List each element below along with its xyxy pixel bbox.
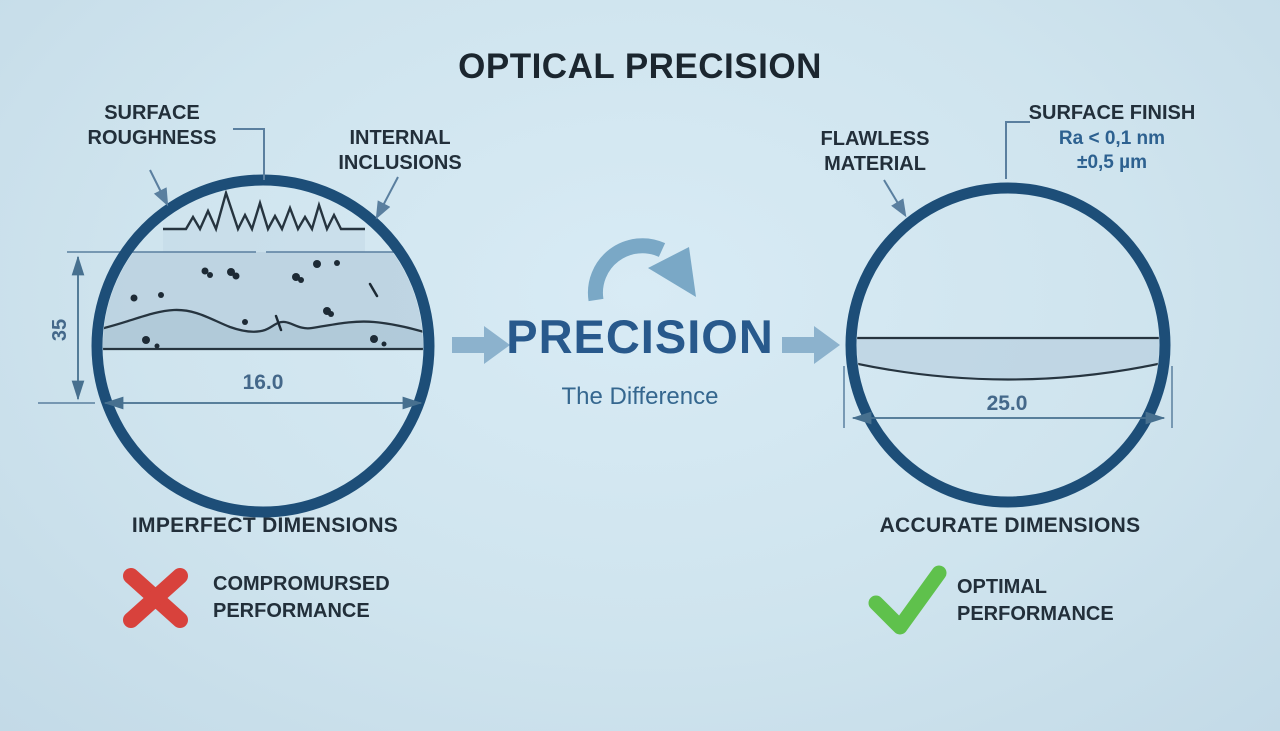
- right-verdict: OPTIMAL PERFORMANCE: [957, 576, 1114, 625]
- callout-surface-roughness: SURFACE ROUGHNESS: [87, 102, 217, 149]
- lens-cross-section-fill: [857, 338, 1159, 380]
- page-title: OPTICAL PRECISION: [458, 47, 822, 86]
- lens-curve-line: [857, 360, 1159, 381]
- lower-layer-fill: [103, 309, 423, 349]
- inclusion-dots: [130, 260, 387, 349]
- surface-finish-connector: [1005, 121, 1030, 179]
- right-lens-ring: [845, 182, 1171, 508]
- left-caption: IMPERFECT DIMENSIONS: [131, 514, 399, 537]
- wavy-boundary-line: [103, 308, 423, 336]
- left-lens-interior: [103, 188, 423, 351]
- right-lens-interior: [857, 336, 1159, 381]
- surface-roughness-connector: [233, 128, 265, 180]
- right-width-dimension-value: 25.0: [986, 392, 1028, 415]
- left-width-dimension-value: 16.0: [242, 371, 284, 394]
- left-verdict: COMPROMURSED PERFORMANCE: [213, 573, 390, 622]
- callout-internal-inclusions: INTERNAL INCLUSIONS: [338, 127, 462, 174]
- surface-roughness-zigzag: [163, 188, 365, 233]
- flow-arrow-right-icon: [782, 326, 840, 364]
- callout-connectors: [149, 121, 1030, 220]
- right-lens-art: [843, 182, 1173, 508]
- flow-arrow-left-icon: [452, 326, 510, 364]
- curved-arrow-icon: [587, 238, 696, 302]
- internal-inclusions-arrow: [375, 176, 399, 220]
- center-subtitle: The Difference: [561, 383, 719, 410]
- callout-surface-finish: SURFACE FINISH: [1028, 102, 1196, 124]
- surface-roughness-arrow: [149, 169, 169, 207]
- flawless-material-arrow: [883, 179, 907, 218]
- roughness-fill: [163, 193, 365, 252]
- callout-flawless-material: FLAWLESS MATERIAL: [820, 128, 930, 175]
- x-icon: [123, 568, 188, 628]
- check-icon: [868, 565, 947, 635]
- left-lens-art: [38, 174, 435, 518]
- surface-finish-value: Ra < 0,1 nm: [1058, 128, 1166, 149]
- left-height-dimension-value: 35: [49, 318, 71, 342]
- surface-finish-tolerance: ±0,5 µm: [1077, 152, 1147, 173]
- center-headline: PRECISION: [506, 310, 774, 363]
- right-caption: ACCURATE DIMENSIONS: [879, 514, 1141, 537]
- width-dimension-right: [843, 366, 1173, 428]
